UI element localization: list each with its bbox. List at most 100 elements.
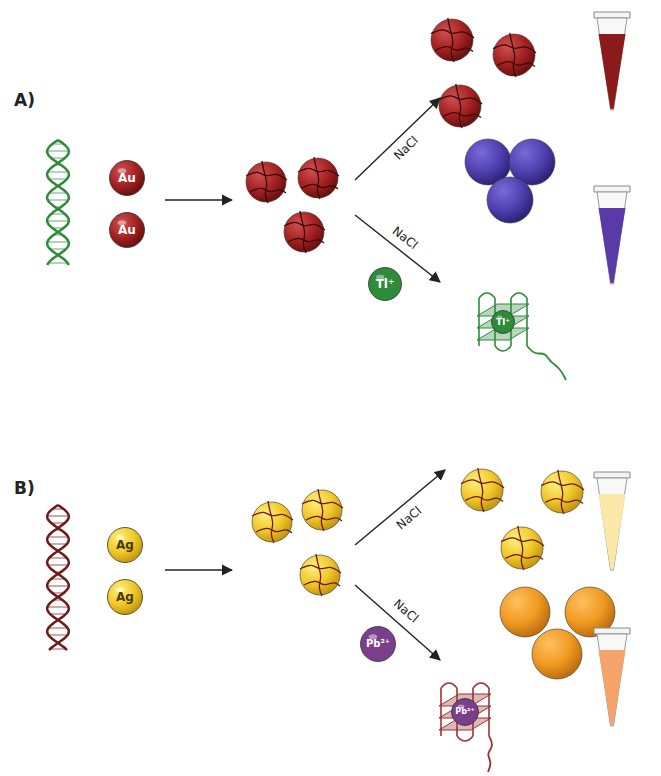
dna-coating — [256, 528, 292, 533]
reaction-arrow — [355, 98, 440, 180]
base-pair — [49, 178, 67, 179]
panel-label: B) — [14, 480, 35, 497]
dna-strand — [47, 140, 69, 265]
nanoparticle — [302, 490, 342, 530]
thallium-ion: Tl⁺ — [368, 267, 402, 301]
base-pair — [49, 192, 67, 193]
dna-coating — [505, 555, 543, 560]
base-pair — [49, 557, 67, 558]
node-circle — [361, 627, 396, 662]
dna-coating — [306, 516, 342, 521]
node-circle — [108, 528, 143, 563]
base-pair — [48, 171, 69, 172]
sample-tube — [597, 18, 627, 110]
reaction-arrow — [165, 569, 232, 570]
thallium-ion: Tl⁺ — [491, 310, 515, 334]
base-pair — [48, 564, 69, 565]
dna-coating — [443, 113, 481, 118]
g-quadruplex — [477, 293, 566, 380]
node-label: Ag — [116, 591, 134, 603]
dna-coating — [510, 33, 516, 77]
nanoparticle — [298, 158, 338, 198]
sample-tube — [597, 478, 627, 570]
base-pair — [49, 543, 67, 544]
strand-loop — [495, 346, 511, 351]
dna-strand — [47, 505, 69, 650]
dna-coating — [465, 497, 503, 502]
dna-coating — [518, 526, 524, 570]
dna-coating — [316, 554, 322, 596]
silver-nanoparticle: Ag — [107, 579, 143, 615]
aptamer-dna — [47, 140, 69, 265]
dna-coating — [262, 161, 268, 203]
nanoparticle — [487, 177, 533, 223]
nanoparticle — [246, 162, 286, 202]
panel-label: A) — [14, 92, 35, 109]
dna-coating — [456, 84, 462, 128]
dna-coating — [558, 470, 564, 514]
aptamer-dna — [47, 505, 69, 650]
node-label: Ag — [116, 539, 134, 551]
g-quadruplex — [439, 683, 492, 772]
sample-tube — [594, 628, 630, 634]
strand-loop — [457, 736, 473, 741]
strand-loop — [479, 293, 495, 298]
silver-nanoparticle: Ag — [107, 527, 143, 563]
reaction-arrow — [355, 215, 440, 282]
node-label: Pb²⁺ — [366, 639, 390, 649]
reaction-arrow — [165, 199, 232, 200]
strand — [488, 688, 490, 736]
node-circle — [492, 311, 515, 334]
base-pair — [47, 606, 69, 607]
dna-strand — [47, 505, 69, 650]
strand-tail — [527, 346, 566, 380]
lead-ion: Pb²⁺ — [451, 698, 479, 726]
nanoparticle — [300, 555, 340, 595]
base-pair — [47, 241, 69, 242]
base-pair — [47, 585, 69, 586]
dna-coating — [304, 581, 340, 586]
gold-nanoparticle: Au — [109, 160, 145, 196]
base-pair — [48, 199, 69, 200]
strand-loop — [473, 683, 489, 688]
node-label: Au — [118, 172, 136, 184]
g-tetrad — [477, 316, 529, 328]
base-pair — [48, 627, 68, 628]
dna-coating — [448, 18, 454, 62]
base-pair — [47, 515, 69, 516]
node-label: Tl⁺ — [376, 278, 395, 290]
nanoparticle — [252, 502, 292, 542]
strand-tail — [488, 736, 492, 772]
sample-tube — [594, 12, 630, 18]
dna-coating — [435, 47, 473, 52]
reagent-label: NaCl — [392, 134, 421, 162]
tube-liquid — [599, 494, 626, 569]
node-circle — [369, 268, 402, 301]
dna-strand — [47, 140, 69, 265]
dna-coating — [545, 499, 583, 504]
lead-ion: Pb²⁺ — [360, 626, 396, 662]
dna-coating — [288, 238, 324, 243]
gold-nanoparticle: Au — [109, 212, 145, 248]
nanoparticle — [500, 587, 550, 637]
strand — [440, 688, 442, 736]
node-circle — [110, 161, 145, 196]
node-label: Au — [118, 224, 136, 236]
dna-coating — [300, 211, 306, 253]
nanoparticle — [532, 629, 582, 679]
dna-coating — [314, 157, 320, 199]
tube-liquid — [599, 650, 626, 725]
sample-tube — [594, 186, 630, 192]
strand-loop — [511, 293, 527, 298]
dna-coating — [268, 501, 274, 543]
base-pair — [48, 262, 68, 263]
tube-liquid — [599, 34, 626, 109]
base-pair — [48, 536, 69, 537]
base-pair — [47, 150, 69, 151]
nanoparticle — [284, 212, 324, 252]
dna-coating — [478, 468, 484, 512]
base-pair — [48, 634, 68, 635]
reagent-label: NaCl — [390, 225, 419, 252]
